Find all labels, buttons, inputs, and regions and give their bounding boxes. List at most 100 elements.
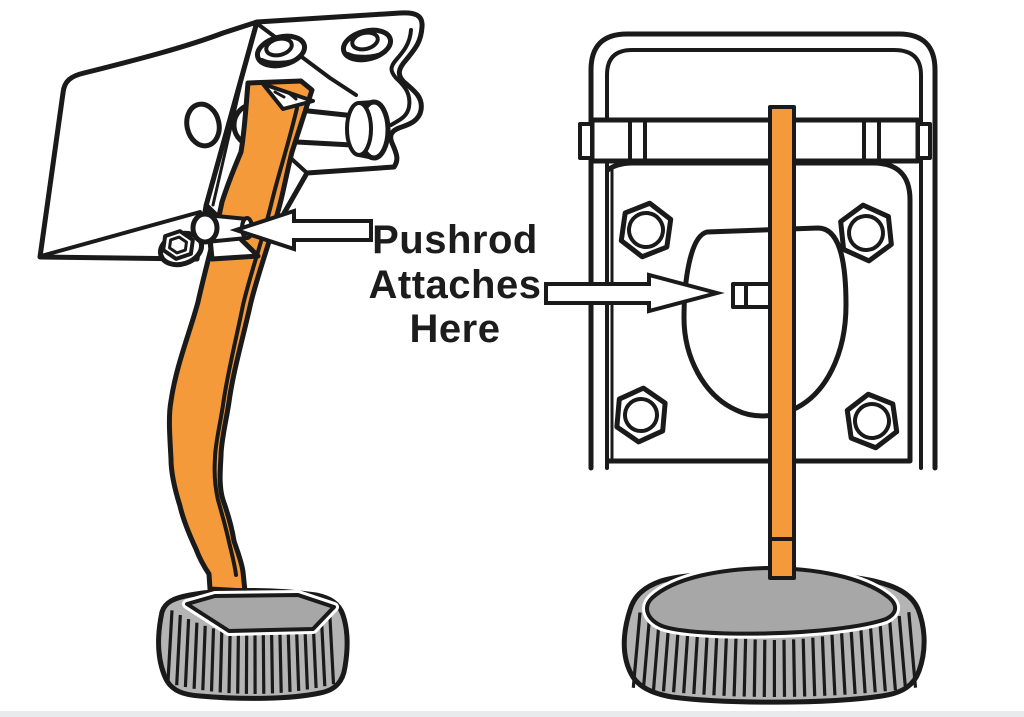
panel-fold-line — [39, 210, 202, 258]
hex-nut-bore — [627, 211, 665, 249]
hex-nut-bore — [623, 397, 659, 433]
pad-rib-line — [261, 633, 266, 694]
pad-rib-line — [732, 637, 738, 697]
pedal-pad-front — [621, 563, 927, 705]
pedal-arm-side — [166, 78, 315, 594]
pad-rib-line — [752, 639, 757, 697]
hex-nut-bore — [847, 214, 885, 252]
cross-bar-divider-left — [628, 118, 647, 163]
arrow-left-icon — [229, 208, 373, 252]
annotation-line-1: Pushrod — [372, 218, 538, 262]
pad-rib-line — [166, 610, 174, 684]
pad-face — [645, 566, 898, 636]
pad-rib-line — [192, 622, 199, 689]
hanger-frame-body — [591, 34, 935, 466]
gusset-hex-bolt — [161, 229, 195, 261]
firewall-panel — [37, 19, 260, 262]
annotation-line-3: Here — [410, 307, 501, 351]
pedal-arm-edge-line — [212, 106, 299, 577]
pad-rib-line — [328, 612, 336, 685]
hex-nut-bottom-right — [844, 391, 900, 451]
pad-rib-line — [631, 612, 642, 688]
hex-bolt-head — [161, 229, 195, 261]
pedal-arm-front — [768, 105, 796, 580]
pad-face — [185, 593, 336, 633]
pad-rib-line — [183, 619, 191, 688]
pad-rib-line — [278, 631, 283, 693]
pad-rib-line — [672, 625, 680, 693]
pad-rib-line — [830, 634, 837, 696]
bracket-bolt-right — [340, 27, 394, 63]
pushrod-pin-front — [731, 282, 776, 309]
pad-rib-line — [811, 637, 817, 697]
pad-rib-line — [897, 615, 908, 690]
pad-rib-line — [218, 630, 224, 693]
bolt-shadow — [346, 50, 387, 59]
pad-rib-line — [878, 622, 887, 692]
hex-bolt-inner — [168, 235, 188, 255]
pad-rib-line — [661, 622, 671, 692]
pad-rib-line — [682, 628, 690, 694]
hex-nut-top-right — [838, 202, 894, 264]
pad-rib-line — [840, 632, 847, 695]
pad-rib-line — [792, 639, 797, 697]
pad-rib-line — [201, 625, 207, 691]
pad-rib-line — [859, 628, 867, 694]
pad-rib-line — [742, 638, 748, 697]
hanger-frame-inner — [605, 48, 923, 470]
pad-rib-line — [303, 624, 309, 690]
pedal-arm-top-notch — [261, 82, 315, 111]
side-view-pedal-assembly — [37, 10, 425, 701]
pad-rib-line — [762, 639, 767, 698]
hex-nut-top-left — [618, 200, 674, 260]
cross-bar-divider-right — [862, 118, 881, 163]
bolt-shadow — [260, 56, 301, 65]
pivot-bushing-link-bottom — [357, 153, 376, 160]
hex-nut-bore — [853, 402, 891, 440]
bracket-flange-line — [389, 28, 413, 127]
pad-rib-line — [702, 633, 709, 695]
pad-rib-line — [820, 636, 827, 696]
pad-rib-line — [907, 612, 918, 688]
annotation: Pushrod Attaches Here — [229, 208, 725, 351]
bolt-head — [350, 30, 380, 52]
pad-ribs — [166, 610, 336, 695]
pad-rib-line — [888, 619, 897, 691]
pad-rib-line — [722, 636, 728, 696]
pad-rib-line — [236, 633, 240, 694]
pad-rib-line — [712, 634, 719, 696]
hex-nut-bottom-left — [614, 385, 668, 445]
pad-rib-line — [319, 617, 327, 687]
pad-rib-line — [209, 628, 216, 692]
pedal-pad-side — [156, 588, 350, 701]
pad-rib-line — [286, 629, 292, 692]
cross-bar-tab-right — [916, 122, 932, 160]
pivot-bushing-inner — [345, 101, 373, 157]
front-view-pedal-assembly — [578, 31, 938, 705]
bracket-bolt-left — [254, 33, 308, 69]
cross-bar — [589, 117, 921, 164]
pad-rib-line — [294, 627, 301, 691]
pad-rib-line — [801, 638, 807, 697]
pad-rib-line — [692, 631, 700, 695]
panel-oval-hole — [184, 101, 222, 149]
pad-rib-line — [868, 625, 877, 693]
annotation-line-2: Attaches — [369, 263, 542, 307]
cross-bar-tab-left — [578, 122, 594, 160]
pad-rib-line — [227, 632, 232, 694]
image-edge-strip — [0, 711, 1024, 717]
hanger-frame-outer — [588, 31, 938, 471]
notch-detail-marks — [273, 90, 298, 101]
plate-opening — [681, 225, 849, 419]
pushrod-pin-ring — [190, 211, 220, 245]
pivot-bushing-link-top — [357, 100, 376, 105]
pad-ribs — [631, 612, 918, 698]
pad-rib-line — [782, 639, 787, 697]
pad-rib-line — [651, 619, 661, 691]
pad-rib-line — [270, 632, 275, 694]
pad-rib-line — [175, 614, 182, 686]
pad-rib-line — [641, 616, 652, 690]
bolt-head — [264, 36, 294, 58]
pad-rib-line — [849, 630, 857, 695]
